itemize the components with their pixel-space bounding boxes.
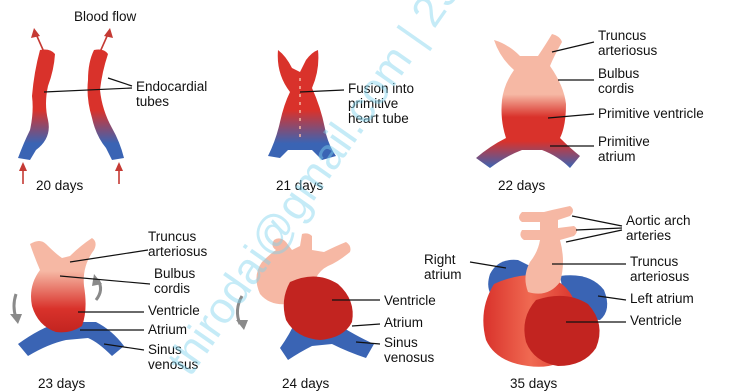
left-atrium-label: Left atrium: [630, 291, 694, 306]
aortic-arch-label-line1: Aortic arch: [626, 213, 691, 228]
ventricle-label-24: Ventricle: [384, 293, 436, 308]
ventricle-35: [524, 296, 599, 366]
blood-flow-arrowhead-left: [31, 28, 40, 38]
inflow-arrowhead-right: [115, 162, 123, 171]
bulbus-label-22-line1: Bulbus: [598, 66, 640, 81]
days-label-20: 20 days: [36, 178, 84, 193]
atrium-label-24: Atrium: [384, 315, 423, 330]
aortic-arch-label-line2: arteries: [626, 228, 671, 243]
heart-body-23: [30, 238, 96, 332]
panel-22-days: Truncus arteriosus Bulbus cordis Primiti…: [476, 28, 704, 193]
primitive-ventricle-label: Primitive ventricle: [598, 106, 704, 121]
blood-flow-arrow-left: [36, 34, 44, 52]
blood-flow-arrow-right: [100, 34, 108, 52]
days-label-24: 24 days: [282, 376, 330, 391]
primitive-atrium-label-line2: atrium: [598, 149, 636, 164]
endocardial-label-line1: Endocardial: [136, 79, 207, 94]
days-label-35: 35 days: [510, 376, 558, 391]
truncus-label-22-line2: arteriosus: [598, 43, 658, 58]
sinus-label-24-line2: venosus: [384, 350, 435, 365]
panel-20-days: Blood flow Endocardial tubes 20 days: [18, 9, 207, 193]
blood-flow-label: Blood flow: [74, 9, 137, 24]
bulbus-label-23-line2: cordis: [154, 281, 190, 296]
endocardial-tube-left: [18, 50, 55, 161]
inflow-arrowhead-left: [19, 162, 27, 171]
right-atrium-label-line2: atrium: [424, 267, 462, 282]
truncus-label-23-line1: Truncus: [148, 229, 197, 244]
heart-tube-22: [476, 34, 580, 168]
panel-35-days: Aortic arch arteries Right atrium Truncu…: [424, 206, 694, 391]
sinus-label-24-line1: Sinus: [384, 335, 418, 350]
bulbus-label-22-line2: cordis: [598, 81, 634, 96]
ventricle-label-35: Ventricle: [630, 313, 682, 328]
days-label-22: 22 days: [498, 178, 546, 193]
endocardial-tube-right: [88, 50, 125, 161]
truncus-label-35-line2: arteriosus: [630, 269, 690, 284]
days-label-23: 23 days: [38, 376, 86, 391]
truncus-label-23-line2: arteriosus: [148, 244, 208, 259]
truncus-label-22-line1: Truncus: [598, 28, 647, 43]
primitive-atrium-label-line1: Primitive: [598, 134, 650, 149]
blood-flow-arrowhead-right: [104, 28, 113, 38]
truncus-label-35-line1: Truncus: [630, 254, 679, 269]
rotation-arrowhead-left-23: [10, 314, 22, 324]
bulbus-label-23-line1: Bulbus: [154, 266, 196, 281]
endocardial-label-line2: tubes: [136, 94, 169, 109]
right-atrium-label-line1: Right: [424, 252, 456, 267]
